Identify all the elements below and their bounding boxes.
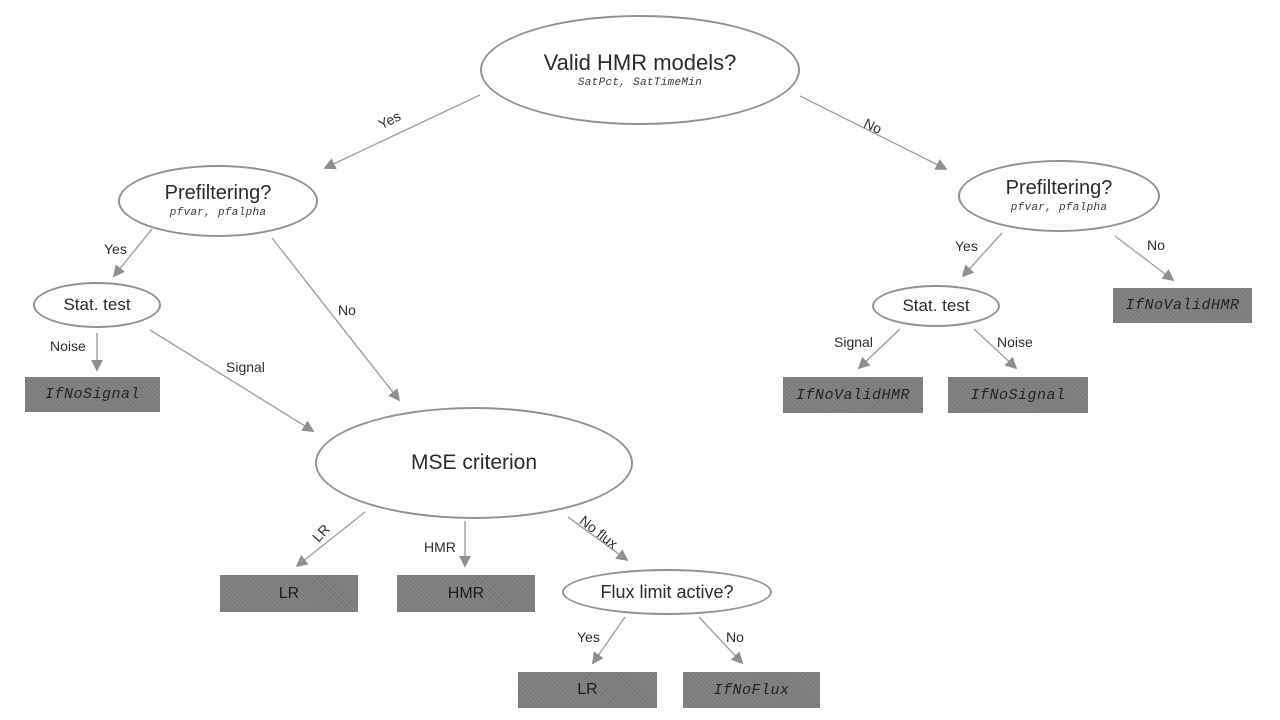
node-subtitle: pfvar, pfalpha (1010, 202, 1108, 215)
box-ifnovalidhmr-right: IfNoValidHMR (1113, 288, 1252, 323)
edge-prefleft-no (271, 237, 401, 402)
node-title: Stat. test (902, 296, 970, 316)
edge-label-mse-hmr: HMR (424, 539, 456, 555)
edge-label-prefright-no: No (1147, 237, 1165, 253)
node-prefiltering-right: Prefiltering? pfvar, pfalpha (958, 160, 1160, 232)
edge-statright-noise (973, 328, 1018, 370)
edge-label-prefleft-no: No (338, 302, 356, 318)
edge-label-statright-signal: Signal (834, 334, 873, 350)
node-title: Stat. test (63, 295, 131, 315)
box-ifnoflux: IfNoFlux (683, 672, 820, 708)
edge-flux-yes (591, 616, 626, 665)
edge-prefright-no (1114, 235, 1175, 282)
node-stat-test-left: Stat. test (33, 282, 161, 328)
box-hmr: HMR (397, 575, 535, 612)
edge-label-prefright-yes: Yes (955, 238, 978, 254)
node-subtitle: pfvar, pfalpha (169, 207, 267, 220)
edge-label-prefleft-yes: Yes (104, 241, 127, 257)
node-title: MSE criterion (410, 450, 538, 474)
box-ifnosignal-right: IfNoSignal (948, 377, 1088, 413)
node-title: Valid HMR models? (543, 50, 737, 76)
edge-label-statleft-noise: Noise (50, 338, 86, 354)
edge-label-flux-no: No (726, 629, 744, 645)
box-lr-mid: LR (220, 575, 358, 612)
node-subtitle: SatPct, SatTimeMin (577, 77, 703, 90)
node-stat-test-right: Stat. test (872, 285, 1000, 327)
node-title: Prefiltering? (164, 182, 272, 205)
edge-label-flux-yes: Yes (577, 629, 600, 645)
edge-label-statright-noise: Noise (997, 334, 1033, 350)
node-mse-criterion: MSE criterion (315, 407, 633, 519)
edge-prefleft-yes (112, 228, 153, 278)
edge-label-statleft-signal: Signal (226, 359, 265, 375)
node-flux-limit-active: Flux limit active? (562, 569, 772, 615)
edge-mse-noflux (567, 516, 629, 562)
edge-root-no (799, 95, 948, 170)
node-valid-hmr-models: Valid HMR models? SatPct, SatTimeMin (480, 15, 800, 125)
edge-statright-signal (857, 328, 901, 370)
edge-flux-no (698, 616, 744, 665)
node-title: Flux limit active? (600, 581, 734, 602)
box-ifnovalidhmr-signal: IfNoValidHMR (783, 377, 923, 413)
node-title: Prefiltering? (1005, 177, 1113, 200)
box-ifnosignal-left: IfNoSignal (25, 377, 160, 412)
box-lr-bottom: LR (518, 672, 657, 708)
edge-root-yes (323, 94, 481, 170)
node-prefiltering-left: Prefiltering? pfvar, pfalpha (118, 165, 318, 237)
edge-prefright-yes (961, 232, 1003, 278)
edge-mse-lr (295, 511, 366, 568)
edge-statleft-signal (149, 329, 315, 432)
